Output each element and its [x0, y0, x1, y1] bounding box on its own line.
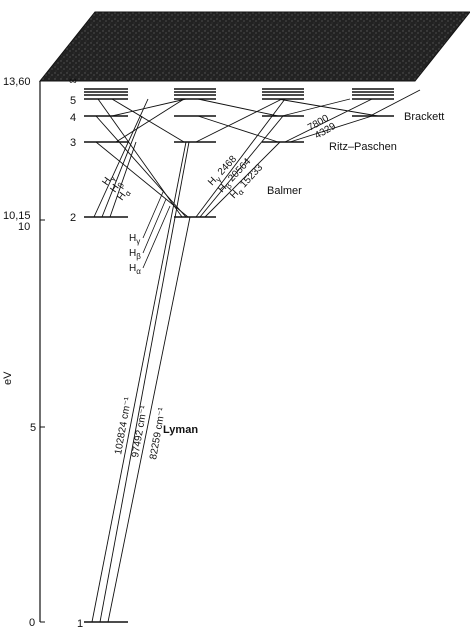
- balmer-mid-leaders: [142, 191, 171, 269]
- series-label-brackett: Brackett: [404, 111, 444, 123]
- balmer-labels-mid: Hγ Hβ Hα: [129, 233, 141, 276]
- tick-label-10: 10: [18, 221, 30, 233]
- svg-text:Hγ: Hγ: [100, 172, 117, 189]
- balmer-labels-right: Hγ2468 Hβ20564 Hα15233: [206, 154, 265, 202]
- series-label-balmer: Balmer: [267, 185, 302, 197]
- lyman-line-alpha: [107, 216, 191, 623]
- series-label-lyman: Lyman: [163, 424, 198, 436]
- infinity-label: ∞: [69, 75, 77, 87]
- level-label-3: 3: [70, 137, 76, 149]
- svg-text:Hα: Hα: [129, 263, 141, 276]
- series-label-paschen: Ritz–Paschen: [329, 141, 397, 153]
- axis-label-ev: eV: [2, 371, 14, 385]
- tick-label-5: 5: [30, 422, 36, 434]
- ionization-continuum: [38, 11, 470, 82]
- svg-text:Hβ: Hβ: [129, 248, 141, 261]
- transition-lines: [91, 89, 421, 623]
- svg-text:Hβ: Hβ: [108, 178, 126, 195]
- level-label-5: 5: [70, 95, 76, 107]
- svg-text:Hγ: Hγ: [129, 233, 140, 246]
- level-label-2: 2: [70, 212, 76, 224]
- svg-text:Hα: Hα: [115, 186, 133, 203]
- tick-label-10-15: 10,15: [3, 210, 31, 222]
- level-label-1: 1: [77, 618, 83, 630]
- level-label-4: 4: [70, 112, 76, 124]
- tick-label-0: 0: [29, 617, 35, 629]
- tick-label-13-60: 13,60: [3, 76, 31, 88]
- lyman-line-beta: [99, 141, 190, 623]
- lyman-line-gamma: [91, 141, 187, 623]
- balmer-labels-left: Hγ Hβ Hα: [100, 172, 133, 203]
- energy-levels: [84, 88, 394, 623]
